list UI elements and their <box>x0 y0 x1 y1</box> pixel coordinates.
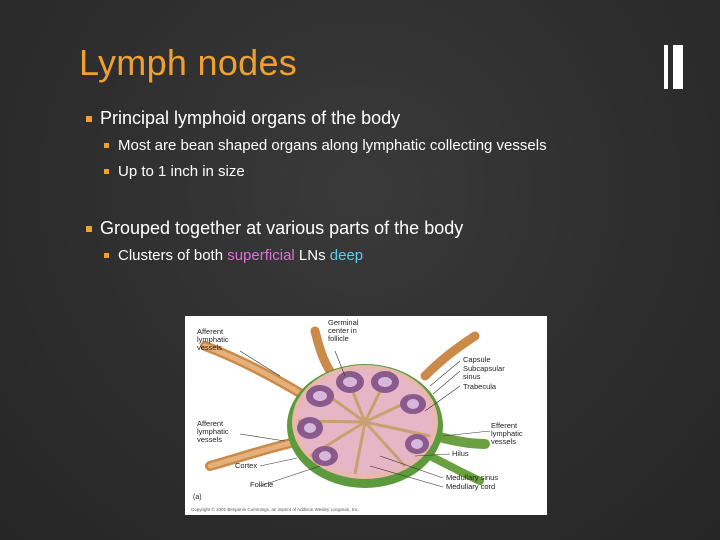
figure-copyright: Copyright © 2001 Benjamin Cummings, an i… <box>191 507 360 512</box>
label-cortex: Cortex <box>235 461 258 470</box>
sub-bullet-text-prefix: Clusters of both <box>118 247 228 264</box>
lymph-node-diagram: Afferent lymphatic vessels Germinal cent… <box>185 316 547 515</box>
sub-bullet-text-middle: LNs <box>294 247 330 264</box>
sub-bullet-item: Clusters of both superficial LNs deep <box>104 247 363 264</box>
bullet-marker <box>104 143 109 148</box>
label-hilus: Hilus <box>452 449 469 458</box>
label-efferent-vessels: Efferent lymphatic vessels <box>491 421 523 446</box>
decorative-bar-thin <box>664 45 668 89</box>
deep-highlight: deep <box>329 247 364 264</box>
label-trabecula: Trabecula <box>463 382 497 391</box>
label-capsule: Capsule <box>463 355 491 364</box>
label-afferent-vessels-top: Afferent lymphatic vessels <box>197 327 229 352</box>
bullet-item: Principal lymphoid organs of the body <box>86 108 400 129</box>
bullet-marker <box>86 116 92 122</box>
decorative-bar-thick <box>673 45 683 89</box>
bullet-marker <box>104 253 109 258</box>
bullet-text: Grouped together at various parts of the… <box>100 218 464 238</box>
figure-panel-letter: (a) <box>193 494 202 501</box>
lymph-node-illustration <box>200 326 491 488</box>
sub-bullet-text: Up to 1 inch in size <box>118 163 245 180</box>
label-medullary-cord: Medullary cord <box>446 482 496 491</box>
bullet-marker <box>104 169 109 174</box>
superficial-highlight: superficial <box>227 247 295 264</box>
sub-bullet-item: Most are bean shaped organs along lympha… <box>104 137 547 154</box>
bullet-marker <box>86 226 92 232</box>
label-germinal-center: Germinal center in follicle <box>328 318 359 343</box>
sub-bullet-item: Up to 1 inch in size <box>104 163 245 180</box>
bullet-text: Principal lymphoid organs of the body <box>100 108 401 128</box>
bullet-item: Grouped together at various parts of the… <box>86 218 463 239</box>
label-medullary-sinus: Medullary sinus <box>446 473 499 482</box>
label-afferent-vessels-bottom: Afferent lymphatic vessels <box>197 419 229 444</box>
label-follicle: Follicle <box>250 480 274 489</box>
slide-title: Lymph nodes <box>79 42 298 83</box>
sub-bullet-text: Most are bean shaped organs along lympha… <box>118 137 547 154</box>
label-subcapsular-sinus: Subcapsular sinus <box>463 364 505 381</box>
